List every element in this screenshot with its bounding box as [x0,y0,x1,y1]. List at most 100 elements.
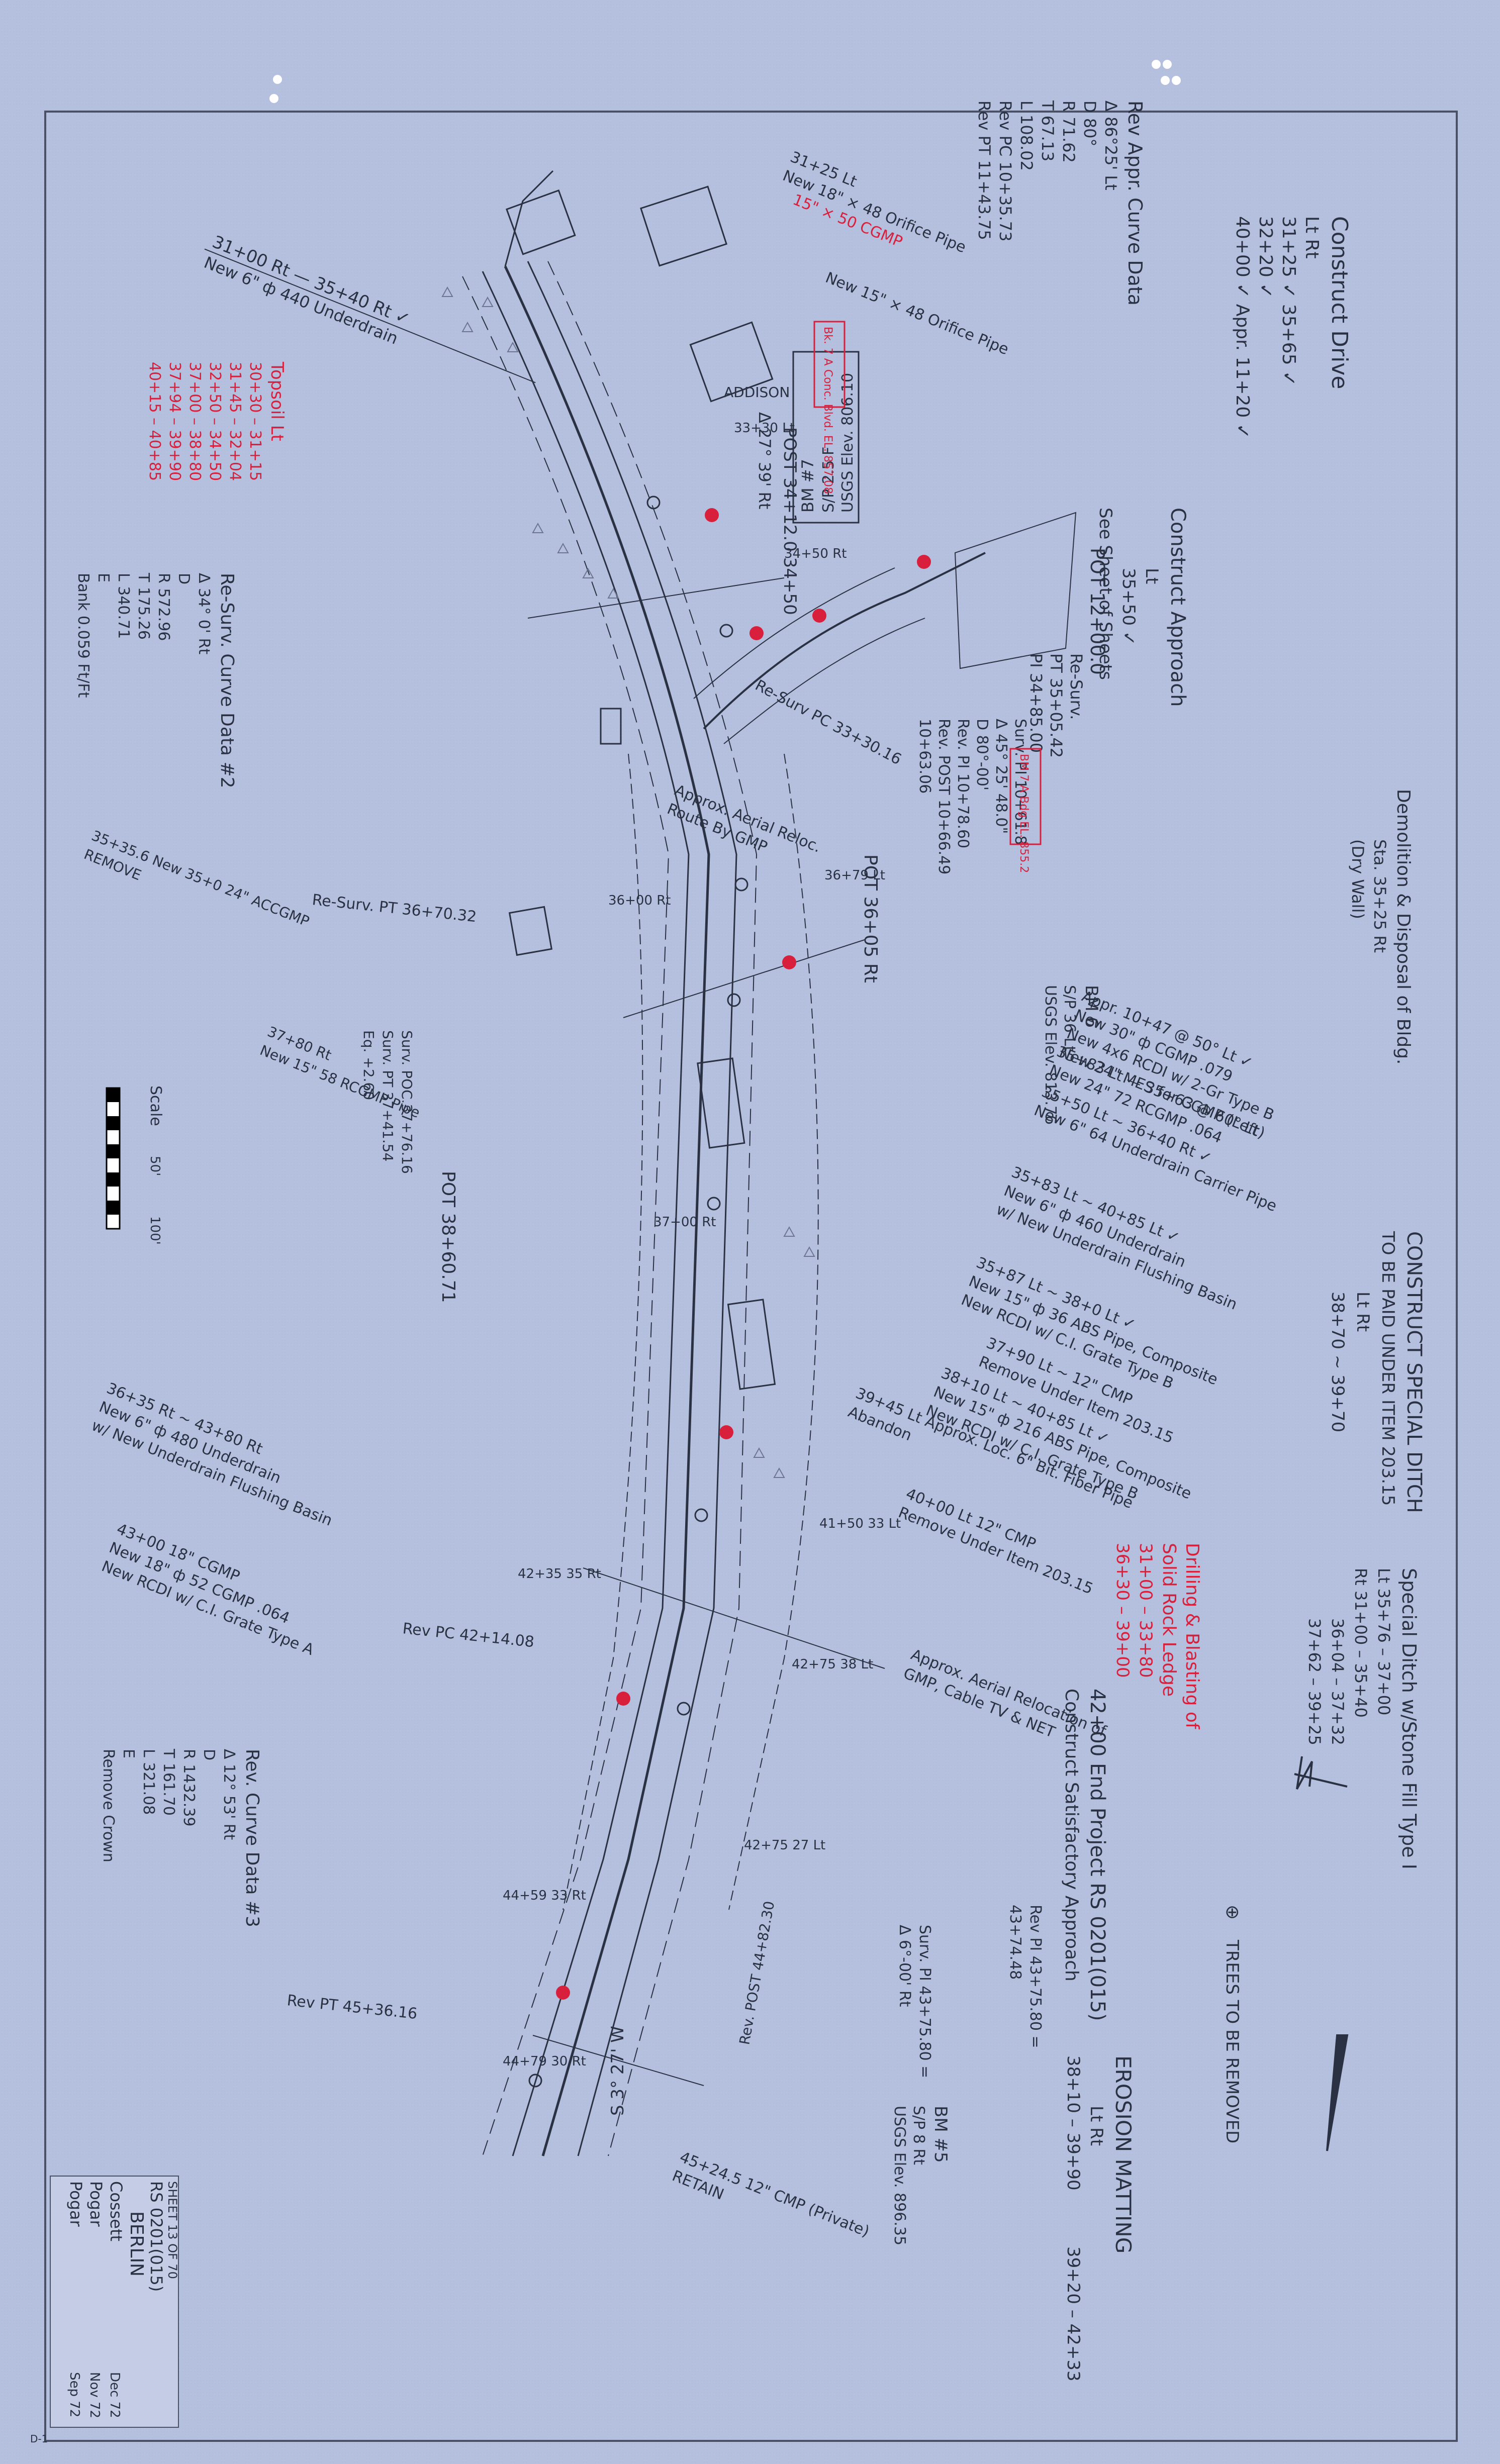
stone-fill-rt3: 37+62 – 39+25 [1305,1618,1324,1745]
curve3-l: L 321.08 [140,1749,157,1815]
blasting-line1: Drilling & Blasting of [1182,1543,1202,1730]
surv-poc-1: Surv. POC 37+76.16 [399,1030,415,1174]
station-label: 42+35 35 Rt [518,1566,601,1582]
form-number: D-1 [30,2433,48,2445]
topsoil-table: Topsoil Lt 30+30 – 31+15 31+45 – 32+04 3… [146,361,287,481]
end-project-line2: Construct Satisfactory Approach [1061,1689,1082,1982]
bm6-line3: USGS Elev. 813.76 [1042,985,1059,1125]
bm7-line3: USGS Elev. 806.10 [839,373,857,513]
scale-mid: 50' [147,1156,162,1176]
pot-labels: POT 12+00.0 POT 36+05 Rt POT 38+60.71 PO… [438,412,1108,2116]
curve1-d: D 80° [1080,101,1099,147]
traced-by: Cossett [107,2181,126,2241]
rev-pi-10-3: D 80°-00' [973,719,991,791]
punch-holes [269,60,1181,103]
addison-label: ADDISON [724,384,790,401]
blasting-line2: Solid Rock Ledge [1159,1543,1179,1697]
construct-drive-row-2: 32+20 ✓ [1255,216,1276,298]
scale-labels: Scale 50' 100' [147,1086,164,1245]
special-ditch-line3: Lt Rt [1353,1292,1373,1332]
traced-date: Dec 72 [107,2372,122,2418]
title-block: Pogar Sep 72 Pogar Nov 72 Cossett Dec 72… [30,2176,179,2445]
red-note-1: Bk. 7 A Conc. Blvd. EL. 857.08 [821,327,834,494]
pot-38: POT 38+60.71 [438,1171,458,1303]
construct-approach-lt: Lt [1142,568,1162,584]
post-pc: Δ 27° 39' Rt [755,412,774,509]
station-label: 34+50 Rt [784,546,847,561]
topsoil-row: 40+15 – 40+85 [146,362,163,481]
curve3-delta: Δ 12° 53' Rt [220,1749,238,1840]
curve3-e: E [120,1749,137,1758]
construct-approach-see-sheet: See Sheet of Sheets [1095,508,1115,680]
construct-drive-row-1: 31+25 ✓ 35+65 ✓ [1278,216,1299,386]
buildings [506,185,1077,1390]
resurv-pi-1: Re-Surv. [1067,653,1086,720]
bm6-label: BM 6 [1081,985,1101,1028]
construct-approach-heading: Construct Approach [1166,508,1189,707]
surv-poc-3: Eq. +2.60 [360,1030,377,1100]
topsoil-row: 37+00 – 38+80 [186,362,204,481]
trees-to-be-removed: TREES TO BE REMOVED [1222,1939,1242,2143]
construct-drive-row-3: 40+00 ✓ Appr. 11+20 ✓ [1232,216,1253,439]
curve-data-1-heading: Rev Appr. Curve Data [1124,101,1146,306]
station-label: 37+00 Rt [653,1215,716,1230]
rev-pi-10-1: Surv. PI 10+61.8 [1011,719,1029,845]
stone-fill-heading: Special Ditch w/Stone Fill Type I [1398,1568,1420,1869]
bm5-line2: S/P 8 Rt [910,2106,927,2165]
curve3-d: D [200,1749,218,1760]
control-points [528,496,748,2088]
surveyed-by: Pogar [66,2181,85,2227]
curve2-r: R 572.96 [155,573,172,641]
erosion-row1: 38+10 – 39+90 [1063,2055,1083,2191]
surv-pi-43-1: Surv. PI 43+75.80 = [916,1925,933,2078]
red-note-boxes: Bk. 7 A Conc. Blvd. EL. 857.08 BM 7 A Bd… [813,321,1042,873]
rev-pi-10: Surv. PI 10+61.8 Δ 45° 25' 48.0" D 80°-0… [916,719,1029,874]
curve2-delta: Δ 34° 0' Rt [195,573,213,654]
post-34: POST 34+12.0 34+50 [780,427,800,615]
scale-end: 100' [147,1216,162,1245]
trees-symbol: ⊕ [1222,1905,1243,1920]
station-label: 42+75 38 Lt [792,1657,873,1672]
surv-poc-2: Surv. PT 37+41.54 [380,1030,396,1161]
scale-bar [106,1087,121,1230]
erosion-row2: 39+20 – 42+33 [1063,2246,1083,2382]
curve2-l: L 340.71 [115,573,132,639]
surv-pi-43-2: Δ 6°-00' Rt [896,1925,913,2007]
construct-approach-sta: 35+50 ✓ [1118,568,1139,645]
header-notes-top-right: Construct Drive Lt Rt 31+25 ✓ 35+65 ✓ 32… [1061,216,1426,2382]
curve1-l: L 108.02 [1017,101,1036,171]
bm7-label: BM #7 [798,459,817,513]
curve3-r: R 1432.39 [180,1749,198,1826]
drawn-by: Pogar [86,2181,106,2227]
benchmark-boxes: BM #7 S/P 2.5 F USGS Elev. 806.10 BM 6 S… [792,351,1101,2245]
sheet-border [44,111,1458,2442]
construct-drive-heading: Construct Drive [1327,216,1352,389]
rev-pi-10-4: Rev. PI 10+78.60 [954,719,972,848]
resurv-pi: Re-Surv. PT 35+05.42 PI 34+85.00 [1026,653,1086,758]
blasting-line3: 31+00 – 33+80 [1136,1543,1156,1678]
demolition-heading: Demolition & Disposal of Bldg. [1393,789,1414,1065]
bm5-label: BM #5 [930,2106,951,2163]
stone-fill-lt: Lt 35+76 – 37+00 [1374,1568,1393,1715]
demolition-sub2: (Dry Wall) [1348,839,1367,919]
end-project-line1: 42+00 End Project RS 0201(015) [1086,1689,1109,2021]
bm5-line3: USGS Elev. 896.35 [891,2106,908,2245]
station-label: 44+79 30 Rt [503,2054,586,2069]
curve3-t: T 161.70 [160,1748,177,1816]
sheet-number: SHEET 13 OF 70 [165,2181,179,2279]
curve1-pc: Rev PC 10+35.73 [996,101,1015,242]
station-label: 41+50 33 Lt [819,1516,901,1531]
town: BERLIN [126,2211,147,2277]
curve-data-2-heading: Re-Surv. Curve Data #2 [217,573,237,789]
special-ditch-line1: CONSTRUCT SPECIAL DITCH [1402,1231,1426,1513]
north-arrow-icon [1294,1756,1349,2151]
curve1-delta: Δ 86°25' Lt [1101,101,1120,190]
curve2-t: T 175.26 [135,572,152,640]
station-label: 36+00 Rt [608,893,671,908]
curve-data-3-heading: Rev. Curve Data #3 [242,1749,262,1927]
station-label: 33+30 Lt [734,421,795,436]
drawn-date: Nov 72 [87,2372,102,2418]
rev-pi-43-1: Rev PI 43+75.80 = [1026,1905,1044,2048]
curve3-crown: Remove Crown [100,1749,117,1862]
